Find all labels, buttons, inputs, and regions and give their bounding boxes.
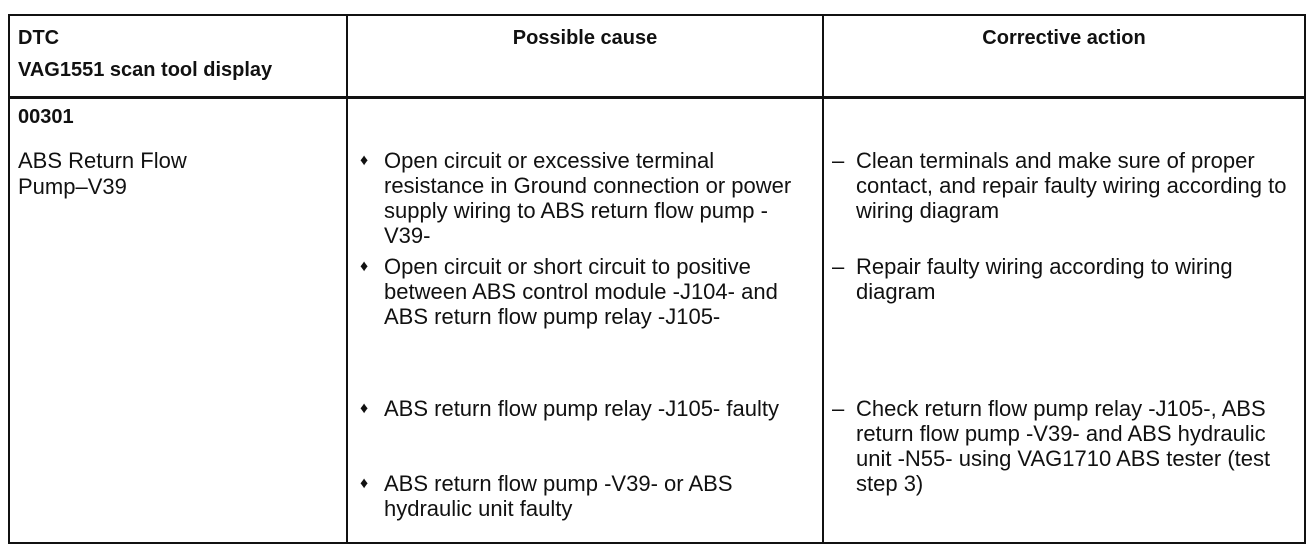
header-corrective-action: Corrective action bbox=[982, 27, 1146, 49]
cause-text-1: Open circuit or excessive terminal resis… bbox=[384, 148, 792, 248]
column-divider-2 bbox=[822, 16, 824, 542]
bullet-icon: ♦ bbox=[360, 152, 369, 169]
dtc-table: DTC VAG1551 scan tool display Possible c… bbox=[8, 14, 1306, 544]
action-text-2: Repair faulty wiring according to wiring… bbox=[856, 254, 1233, 304]
header-dtc-line-1: DTC bbox=[18, 27, 60, 49]
column-divider-1 bbox=[346, 16, 348, 542]
dash-marker: – bbox=[832, 148, 845, 173]
bullet-icon: ♦ bbox=[360, 475, 369, 492]
bullet-icon: ♦ bbox=[360, 400, 369, 417]
header-divider bbox=[10, 96, 1304, 99]
header-dtc: DTC VAG1551 scan tool display bbox=[18, 22, 338, 86]
header-dtc-line-2: VAG1551 scan tool display bbox=[18, 59, 273, 81]
dtc-description: ABS Return Flow Pump–V39 bbox=[18, 148, 187, 199]
cause-text-4: ABS return flow pump -V39- or ABS hydrau… bbox=[384, 471, 733, 521]
action-text-1: Clean terminals and make sure of proper … bbox=[856, 148, 1287, 223]
dtc-code: 00301 bbox=[18, 106, 74, 128]
dash-marker: – bbox=[832, 254, 845, 279]
cause-text-3: ABS return flow pump relay -J105- faulty bbox=[384, 396, 779, 421]
header-possible-cause: Possible cause bbox=[512, 27, 658, 49]
action-text-3: Check return flow pump relay -J105-, ABS… bbox=[856, 396, 1271, 496]
dash-marker: – bbox=[832, 396, 845, 421]
bullet-icon: ♦ bbox=[360, 258, 369, 275]
cause-text-2: Open circuit or short circuit to positiv… bbox=[384, 254, 778, 329]
